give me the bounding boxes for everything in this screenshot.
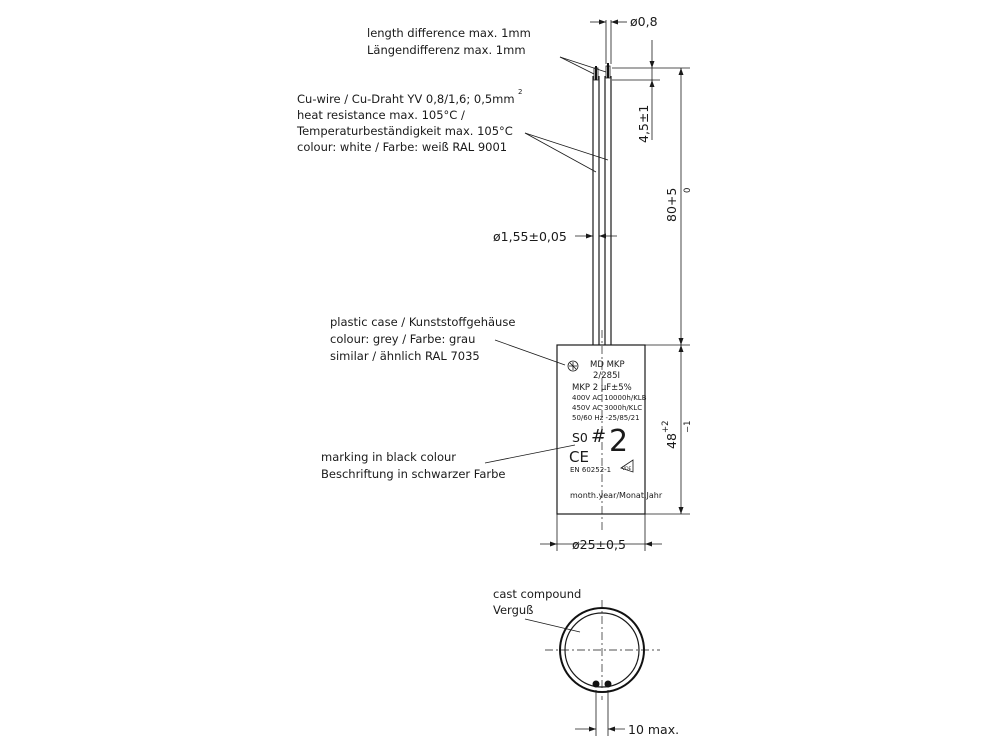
lead-length-dimensions: 4,5±1 80+5 0 48 +2 −1 [612, 40, 693, 515]
vde-mark: VDE [622, 466, 632, 472]
pin-spacing-label: 10 max. [628, 722, 679, 737]
body-length-tol-down: −1 [683, 420, 693, 433]
marking-line6: 50/60 Hz -25/85/21 [572, 414, 640, 422]
case-line2: colour: grey / Farbe: grau [330, 332, 475, 346]
marking-line3: MKP 2 µF±5% [572, 383, 632, 393]
body-marking: MD MKP 2/285I MKP 2 µF±5% 400V AC 10000h… [567, 360, 663, 500]
marking-hash: # [591, 426, 606, 447]
length-difference-note: length difference max. 1mm Längendiffere… [367, 26, 607, 75]
marking-note-en: marking in black colour [321, 450, 456, 464]
marking-note: marking in black colour Beschriftung in … [321, 444, 576, 481]
wire-spec-line4: colour: white / Farbe: weiß RAL 9001 [297, 140, 507, 154]
marking-line5: 450V AC 3000h/KLC [572, 404, 642, 412]
insulation-diameter-dimension: ø1,55±0,05 [493, 229, 617, 244]
wire-spec-sup: 2 [518, 88, 522, 96]
body-diameter-dimension: ø25±0,5 [540, 514, 662, 552]
case-line3: similar / ähnlich RAL 7035 [330, 349, 480, 363]
length-diff-de: Längendifferenz max. 1mm [367, 43, 526, 57]
cast-compound-note: cast compound Verguß [493, 587, 581, 633]
marking-en: EN 60252-1 [570, 466, 611, 474]
manufacturer-logo-icon [569, 362, 577, 370]
lead-wires [592, 63, 612, 345]
body-length-tol-up: +2 [661, 420, 671, 433]
wire-spec-line3: Temperaturbeständigkeit max. 105°C [296, 124, 513, 138]
case-line1: plastic case / Kunststoffgehäuse [330, 315, 515, 329]
lead-length-label: 80+5 [664, 188, 679, 222]
wire-spec-note: Cu-wire / Cu-Draht YV 0,8/1,6; 0,5mm 2 h… [296, 88, 609, 173]
end-view [545, 600, 660, 700]
insulation-diameter-label: ø1,55±0,05 [493, 229, 567, 244]
ce-mark: CE [569, 448, 589, 466]
cast-de: Verguß [493, 603, 533, 617]
pin-spacing-dimension: 10 max. [575, 690, 679, 737]
case-note: plastic case / Kunststoffgehäuse colour:… [330, 315, 566, 366]
cast-en: cast compound [493, 587, 581, 601]
body-diameter-label: ø25±0,5 [572, 537, 626, 552]
wire-diameter-dimension: ø0,8 [590, 14, 658, 64]
wire-spec-line1: Cu-wire / Cu-Draht YV 0,8/1,6; 0,5mm [297, 92, 515, 106]
marking-line4: 400V AC 10000h/KLB [572, 394, 647, 402]
pin-right-icon [604, 680, 612, 688]
body-length-label: 48 [664, 433, 679, 449]
marking-line1: MD MKP [590, 360, 625, 370]
marking-value: 2 [609, 424, 628, 459]
marking-so: S0 [572, 430, 588, 445]
wire-diameter-label: ø0,8 [630, 14, 658, 29]
pin-left-icon [592, 680, 600, 688]
wire-spec-line2: heat resistance max. 105°C / [297, 108, 465, 122]
wire-end-length-label: 4,5±1 [636, 105, 651, 143]
marking-line2: 2/285I [593, 371, 620, 381]
lead-length-tolerance: 0 [683, 188, 693, 193]
vde-triangle-icon [620, 459, 634, 473]
capacitor-body [556, 330, 646, 530]
length-diff-en: length difference max. 1mm [367, 26, 531, 40]
marking-date: month.year/Monat.Jahr [570, 491, 663, 500]
marking-note-de: Beschriftung in schwarzer Farbe [321, 467, 506, 481]
